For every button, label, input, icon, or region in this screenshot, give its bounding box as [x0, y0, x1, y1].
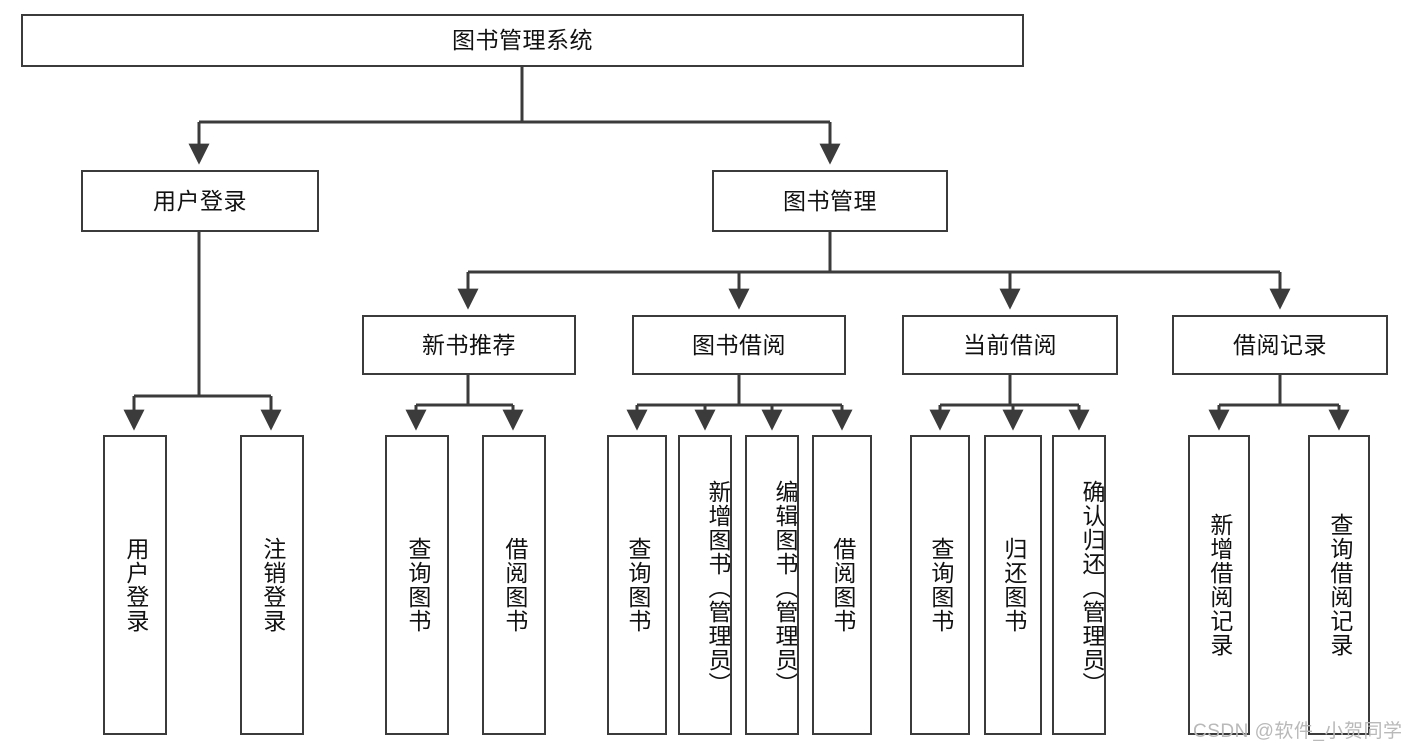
- node-current-borrow-label: 当前借阅: [963, 331, 1057, 358]
- node-leaf-add-record-label: 新增借阅记录: [1206, 513, 1233, 657]
- node-leaf-return-book[interactable]: 归还图书: [984, 435, 1042, 735]
- node-leaf-return-book-label: 归还图书: [1000, 537, 1027, 633]
- node-leaf-confirm-return-label: 确认归还（管理员）: [1079, 480, 1105, 696]
- node-user-login[interactable]: 用户登录: [81, 170, 319, 232]
- node-borrow-record[interactable]: 借阅记录: [1172, 315, 1388, 375]
- node-leaf-user-logout[interactable]: 注销登录: [240, 435, 304, 735]
- node-leaf-query-record-label: 查询借阅记录: [1326, 513, 1353, 657]
- node-leaf-query-book-2-label: 查询图书: [624, 537, 651, 633]
- node-root[interactable]: 图书管理系统: [21, 14, 1024, 67]
- csdn-watermark: CSDN @软件_小贺同学: [1193, 721, 1403, 742]
- node-leaf-edit-book-label: 编辑图书（管理员）: [772, 480, 798, 696]
- node-leaf-query-book-1[interactable]: 查询图书: [385, 435, 449, 735]
- node-leaf-user-logout-label: 注销登录: [259, 537, 286, 633]
- node-current-borrow[interactable]: 当前借阅: [902, 315, 1118, 375]
- node-leaf-edit-book[interactable]: 编辑图书（管理员）: [745, 435, 799, 735]
- node-borrow-record-label: 借阅记录: [1233, 331, 1327, 358]
- node-leaf-borrow-book-1-label: 借阅图书: [501, 537, 528, 633]
- node-book-borrow[interactable]: 图书借阅: [632, 315, 846, 375]
- node-book-manage-label: 图书管理: [783, 187, 877, 214]
- node-root-label: 图书管理系统: [452, 27, 593, 53]
- node-book-manage[interactable]: 图书管理: [712, 170, 948, 232]
- node-user-login-label: 用户登录: [153, 187, 247, 214]
- node-leaf-add-book-label: 新增图书（管理员）: [705, 480, 731, 696]
- node-leaf-query-book-3[interactable]: 查询图书: [910, 435, 970, 735]
- node-leaf-borrow-book-1[interactable]: 借阅图书: [482, 435, 546, 735]
- node-leaf-user-login[interactable]: 用户登录: [103, 435, 167, 735]
- node-leaf-borrow-book-2-label: 借阅图书: [829, 537, 856, 633]
- node-leaf-query-book-1-label: 查询图书: [404, 537, 431, 633]
- node-leaf-add-book[interactable]: 新增图书（管理员）: [678, 435, 732, 735]
- node-leaf-confirm-return[interactable]: 确认归还（管理员）: [1052, 435, 1106, 735]
- node-leaf-user-login-label: 用户登录: [122, 537, 149, 633]
- node-book-borrow-label: 图书借阅: [692, 331, 786, 358]
- node-new-book-recommend-label: 新书推荐: [422, 331, 516, 358]
- node-leaf-query-book-2[interactable]: 查询图书: [607, 435, 667, 735]
- node-leaf-borrow-book-2[interactable]: 借阅图书: [812, 435, 872, 735]
- node-leaf-query-record[interactable]: 查询借阅记录: [1308, 435, 1370, 735]
- node-leaf-add-record[interactable]: 新增借阅记录: [1188, 435, 1250, 735]
- node-leaf-query-book-3-label: 查询图书: [927, 537, 954, 633]
- node-new-book-recommend[interactable]: 新书推荐: [362, 315, 576, 375]
